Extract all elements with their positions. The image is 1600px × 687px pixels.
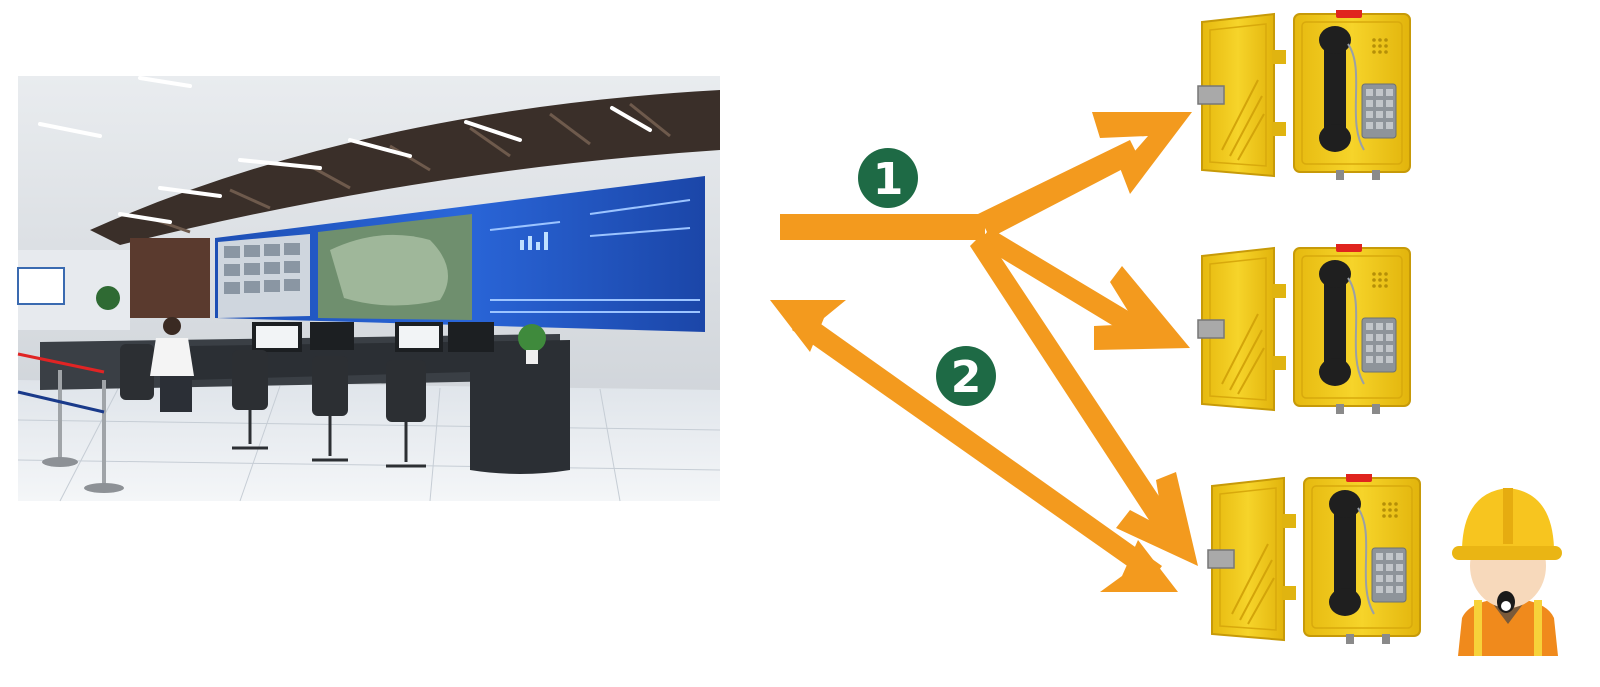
step-two-label: 2 [951, 352, 982, 403]
step-two-badge: 2 [936, 346, 996, 406]
emergency-telephone-icon [1208, 470, 1420, 644]
step-one-badge: 1 [858, 148, 918, 208]
control-room-photo [18, 76, 720, 501]
worker-icon [1452, 488, 1562, 656]
emergency-telephone-icon [1198, 240, 1410, 414]
step-one-label: 1 [873, 154, 904, 205]
arrow-call-out [780, 112, 1198, 566]
emergency-telephone-icon [1198, 6, 1410, 180]
